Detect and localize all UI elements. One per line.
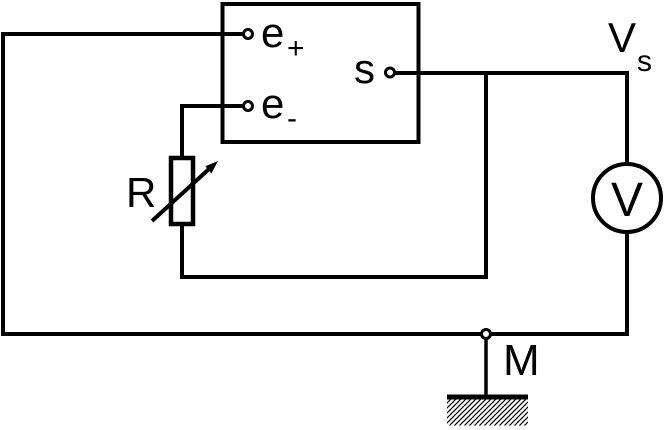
ground-hatch <box>447 399 528 426</box>
label-supply: V <box>608 14 636 61</box>
wire-s-to-voltmeter <box>390 71 629 164</box>
label-e-minus: e <box>261 80 284 127</box>
wire-eminus-to-resistor <box>180 104 248 158</box>
resistor-arrow-head <box>205 161 218 174</box>
resistor-arrow-shaft <box>150 167 211 223</box>
terminal-s <box>384 66 396 79</box>
wire-feedback-branch <box>180 73 488 279</box>
label-ground-node: M <box>503 336 540 385</box>
label-e-plus-subscript: + <box>287 32 305 65</box>
label-s-terminal: s <box>354 45 375 92</box>
label-voltmeter: V <box>611 174 643 227</box>
label-resistor: R <box>126 169 156 216</box>
label-supply-subscript: s <box>637 45 652 78</box>
voltmeter-circle <box>591 162 663 234</box>
label-e-plus: e <box>261 9 284 56</box>
schematic-labels: e + e - s R V s V M <box>126 9 652 385</box>
node-m <box>480 328 492 340</box>
wire-eplus-bottom-rail <box>1 32 629 336</box>
terminal-e-minus <box>242 100 254 112</box>
terminal-e-plus <box>242 28 254 40</box>
label-e-minus-subscript: - <box>287 102 297 135</box>
